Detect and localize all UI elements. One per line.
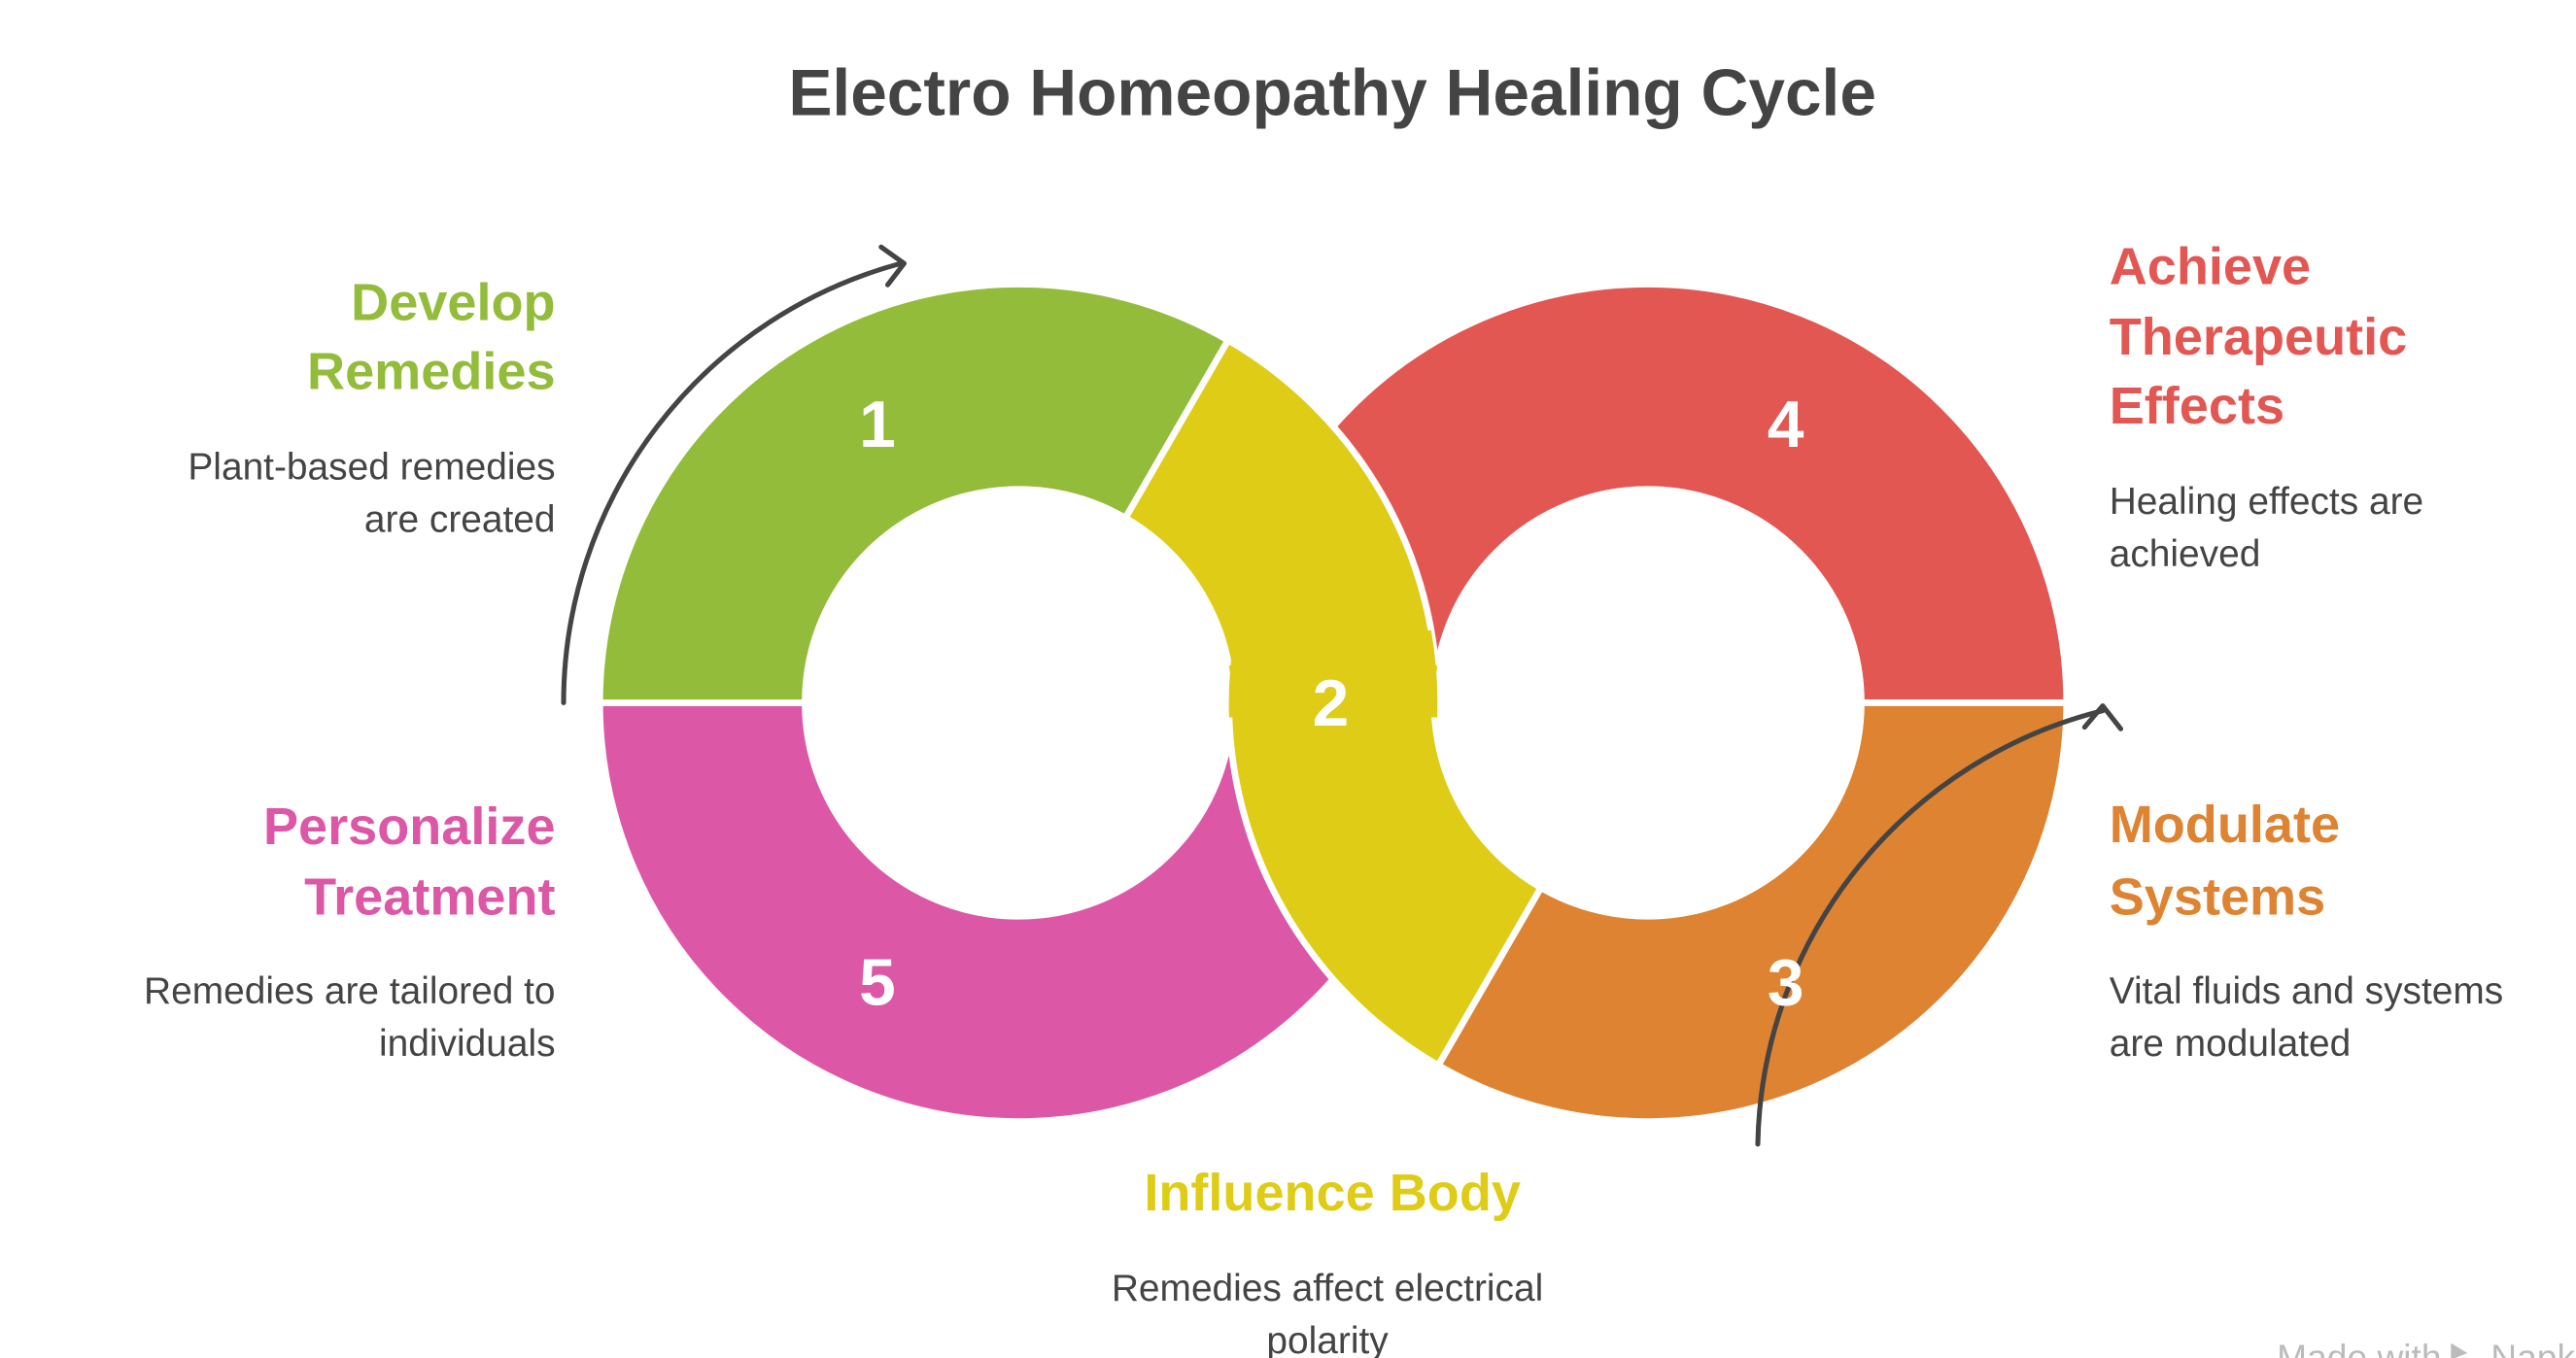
segment-1-develop [596, 281, 1233, 706]
segment-2-influence-lower [1225, 699, 1546, 1070]
step-number-1: 1 [859, 389, 896, 461]
segment-4-achieve [1225, 281, 2071, 706]
step-title-influence: Influence Body [1144, 1164, 1521, 1222]
segment-3-modulate [1433, 699, 2071, 1125]
step-number-5: 5 [859, 947, 896, 1020]
step-number-3: 3 [1768, 947, 1804, 1020]
segment-2-influence-joint [1228, 629, 1438, 718]
arrowhead-icon [2081, 703, 2124, 731]
cycle-arrow-right [1755, 708, 2106, 1147]
page-title: Electro Homeopathy Healing Cycle [788, 56, 1876, 129]
arrowhead-icon [878, 244, 907, 288]
watermark: Made withNapkin [2277, 1337, 2576, 1358]
step-number-4: 4 [1768, 389, 1804, 461]
napkin-logo-icon [2451, 1342, 2468, 1358]
segment-5-personalize [596, 699, 1441, 1125]
step-number-2: 2 [1313, 667, 1350, 740]
cycle-arrow-left [561, 260, 904, 706]
